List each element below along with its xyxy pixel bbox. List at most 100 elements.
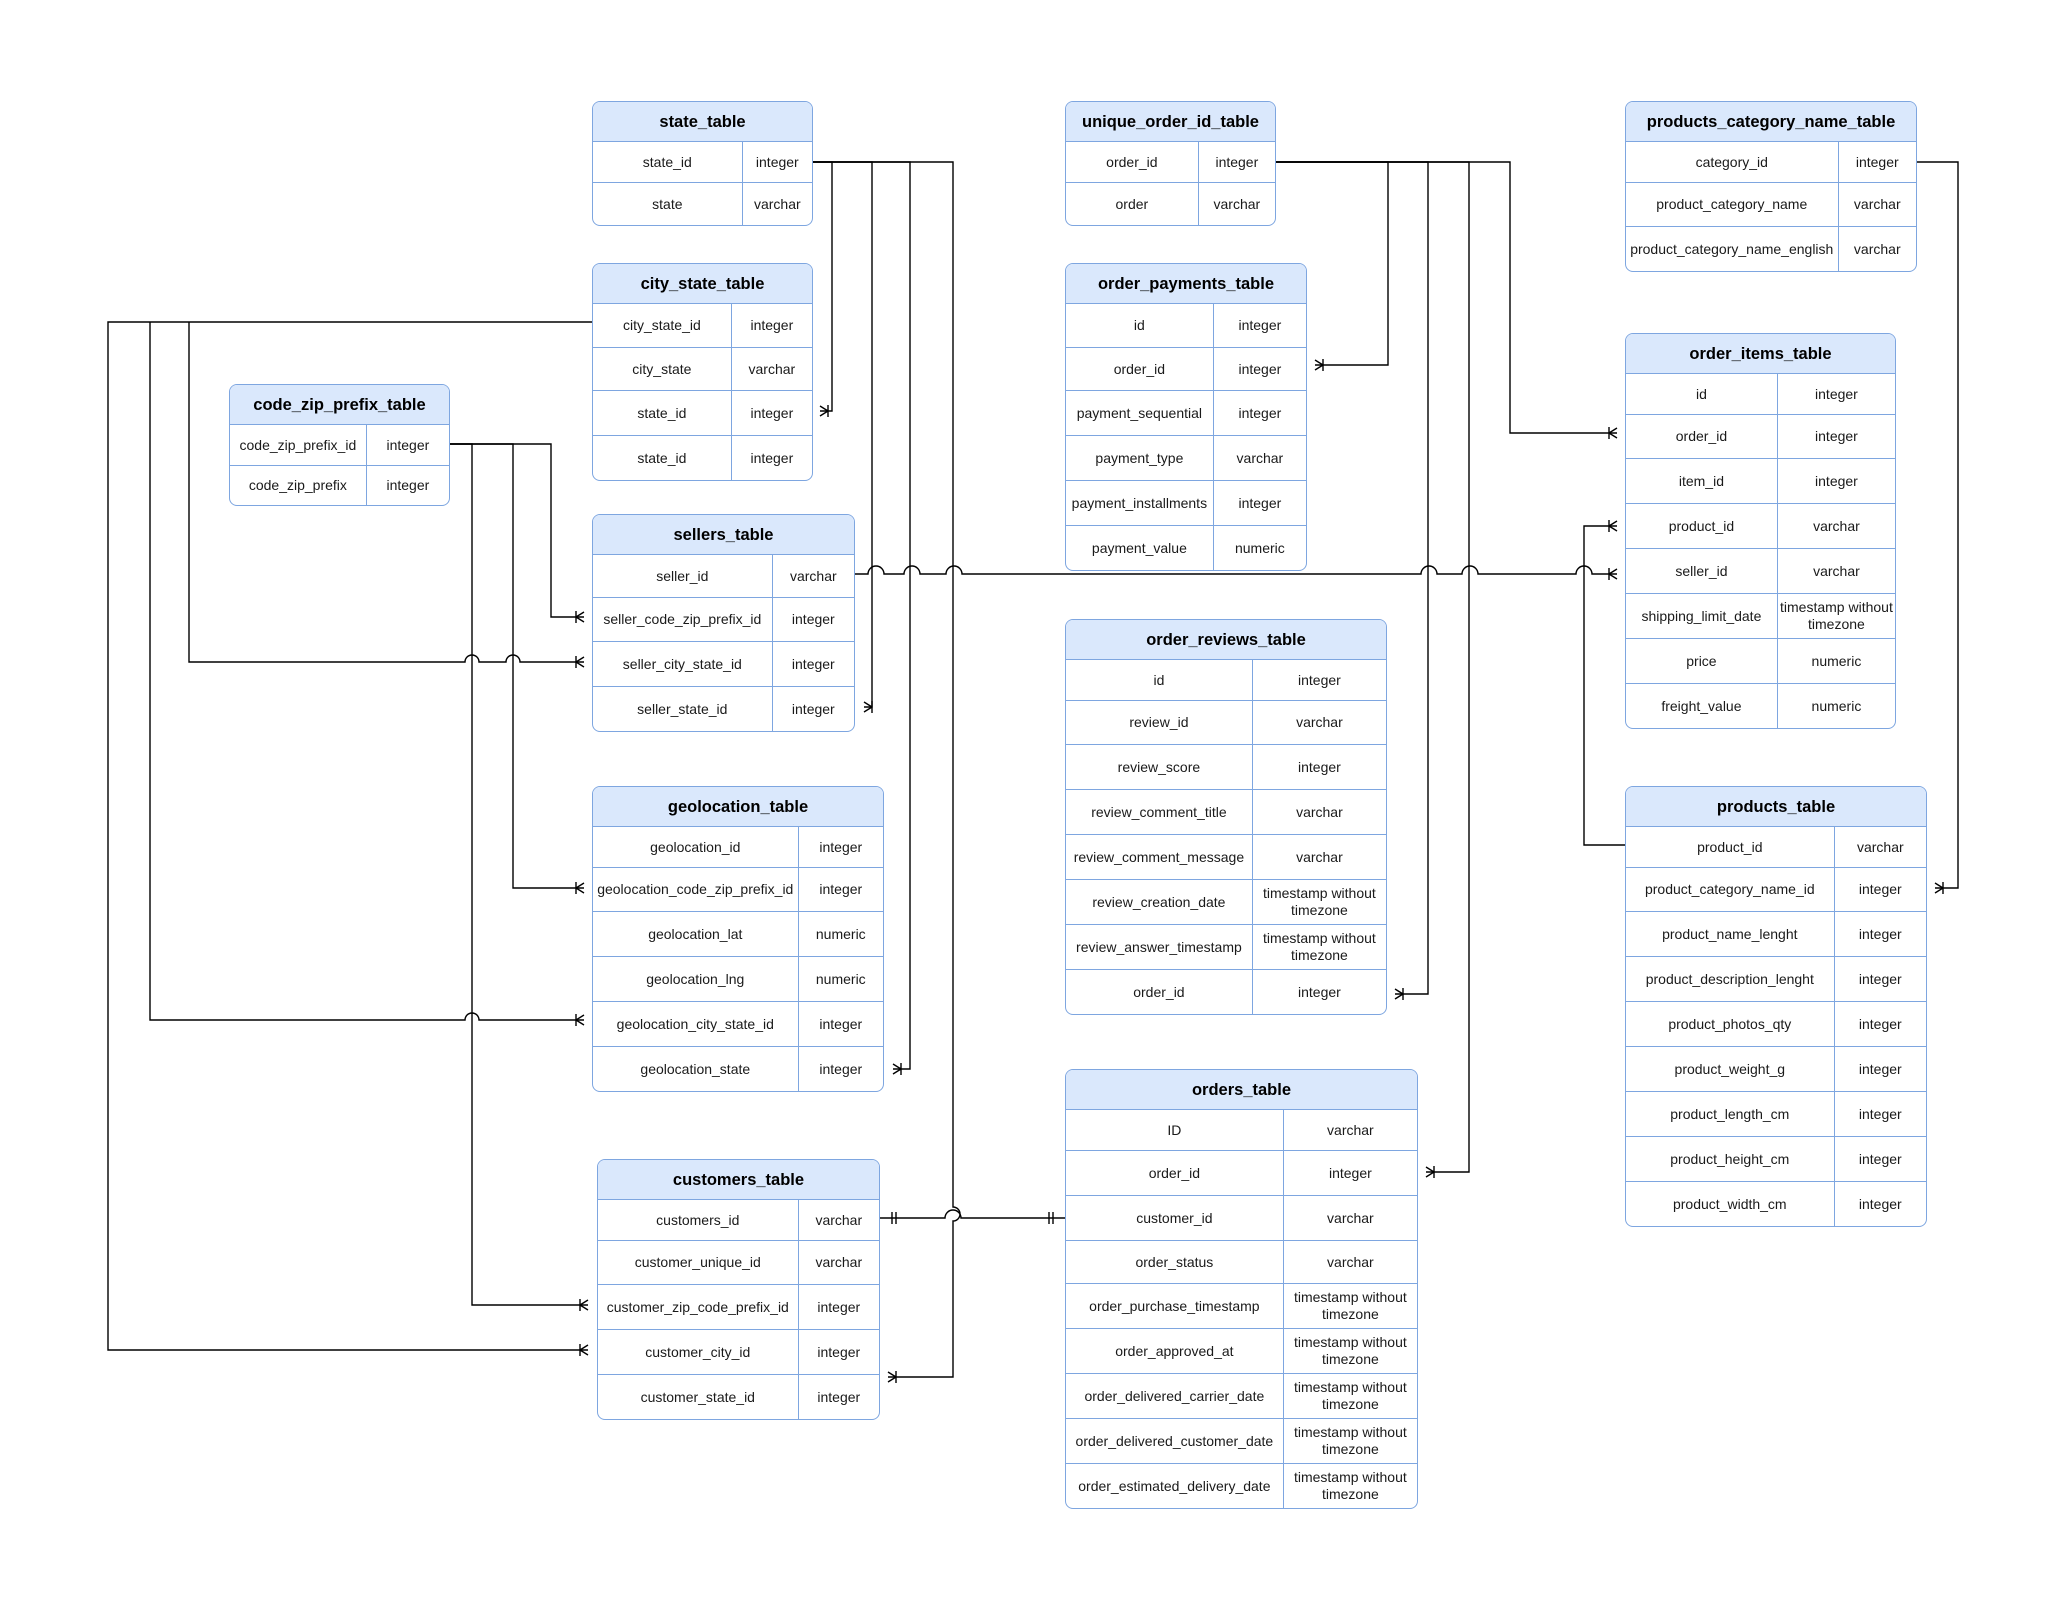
crowfoot-marker	[579, 1344, 589, 1356]
column-type: varchar	[815, 1211, 863, 1228]
table-title: city_state_table	[593, 264, 812, 304]
column-type: timestamp without timezone	[1293, 1379, 1407, 1412]
column-type: integer	[791, 655, 835, 672]
column-name: state_id	[593, 436, 732, 480]
column-name: geolocation_lng	[593, 957, 799, 1001]
column-type: varchar	[1853, 240, 1901, 257]
column-type: varchar	[1327, 1209, 1374, 1226]
column-type: integer	[750, 449, 794, 466]
column-name: product_category_name_english	[1626, 227, 1839, 271]
table-row[interactable]: product_category_name_english varchar	[1626, 226, 1916, 271]
table-title: unique_order_id_table	[1066, 102, 1275, 142]
column-type: varchar	[1236, 449, 1284, 466]
edge-zip-to-geolocation	[450, 443, 584, 889]
column-name: state_id	[593, 142, 743, 182]
column-name: price	[1626, 639, 1778, 683]
table-row[interactable]: state_id integer	[593, 435, 812, 480]
crowfoot-marker	[1608, 520, 1618, 532]
column-name: customer_state_id	[598, 1375, 799, 1419]
edge-city-state-to-sellers	[188, 322, 584, 663]
